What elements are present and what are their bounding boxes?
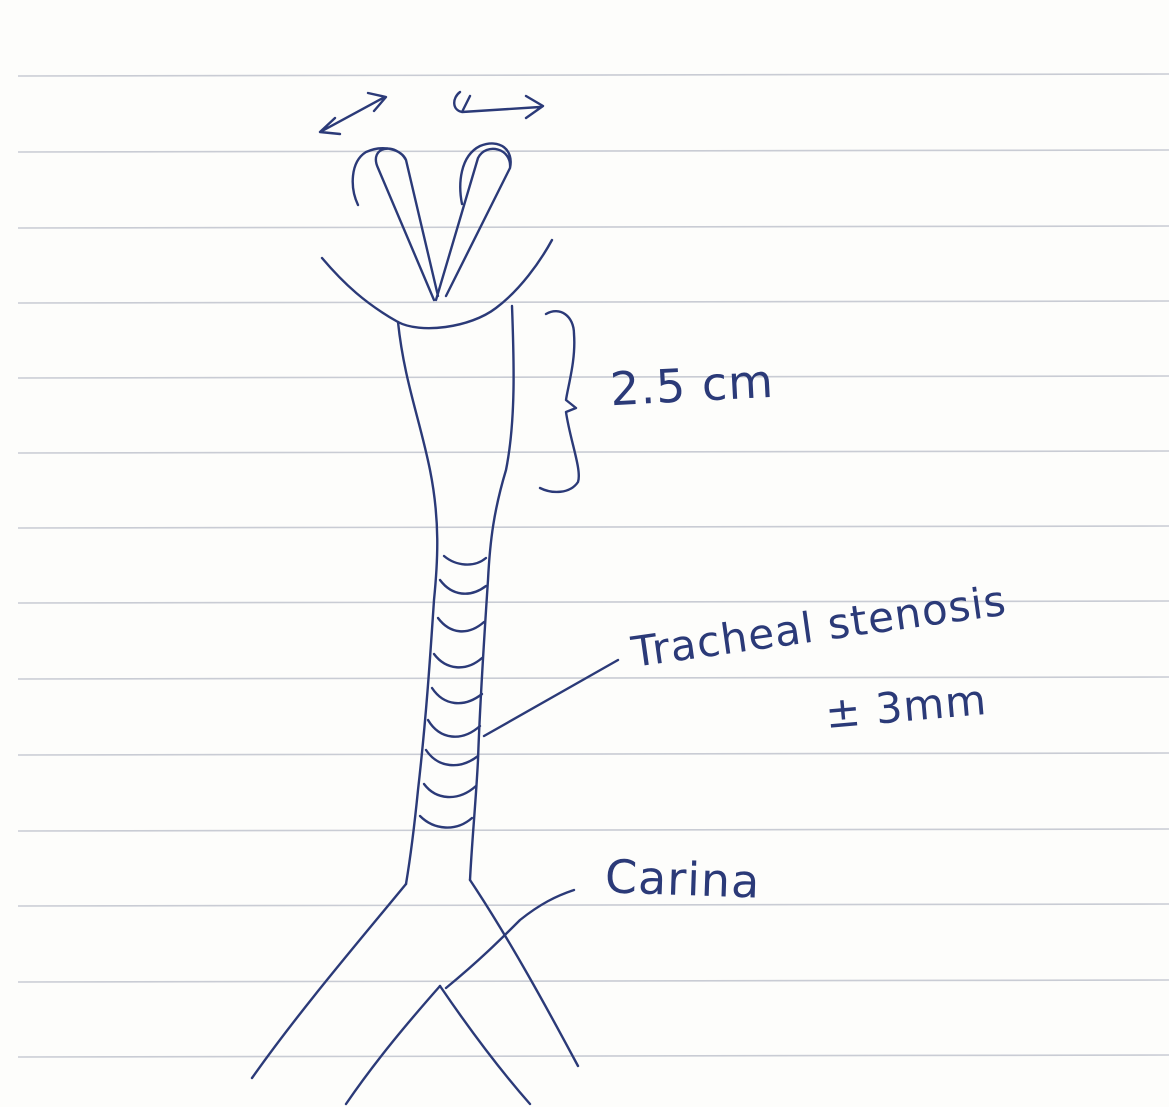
- ruled-line: [18, 226, 1169, 228]
- ruled-line: [18, 1055, 1169, 1057]
- ruled-line: [18, 904, 1169, 906]
- ruled-line: [18, 980, 1169, 982]
- ruled-line: [18, 526, 1169, 528]
- tracheal-ring: [428, 720, 480, 737]
- ruled-line: [18, 301, 1169, 303]
- tracheal-ring: [432, 688, 482, 703]
- right-vocal-cord: [436, 143, 511, 300]
- tracheal-ring: [420, 816, 472, 828]
- tracheal-ring: [444, 556, 486, 565]
- tracheal-ring: [440, 580, 486, 594]
- stenosis-leader-line: [484, 660, 618, 736]
- larynx-outline: [322, 240, 552, 328]
- left-double-arrow: [320, 93, 386, 134]
- right-arrow: [454, 92, 543, 118]
- tracheal-ring: [426, 750, 478, 765]
- ruled-line: [18, 74, 1169, 76]
- ruled-line: [18, 451, 1169, 453]
- length-brace: [540, 311, 579, 492]
- trachea-right-wall: [470, 306, 514, 880]
- length-measurement-label: 2.5 cm: [609, 354, 775, 417]
- ruled-line: [18, 376, 1169, 378]
- tracheal-ring: [424, 784, 476, 797]
- carina-inner-left: [346, 986, 440, 1104]
- ruled-line: [18, 150, 1169, 152]
- carina-inner-right: [440, 986, 530, 1104]
- ruled-line: [18, 829, 1169, 831]
- ruled-line: [18, 753, 1169, 755]
- tracheal-ring: [438, 618, 484, 631]
- tracheal-ring: [434, 654, 482, 667]
- vocal-cords: [353, 143, 511, 300]
- vocal-cord-movement-arrows: [320, 92, 543, 134]
- left-vocal-cord: [353, 148, 438, 300]
- ruled-lines: [18, 74, 1169, 1057]
- ruled-line: [18, 677, 1169, 679]
- right-bronchus-outer: [470, 880, 578, 1066]
- tracheal-rings: [420, 556, 486, 828]
- carina-label: Carina: [604, 849, 761, 908]
